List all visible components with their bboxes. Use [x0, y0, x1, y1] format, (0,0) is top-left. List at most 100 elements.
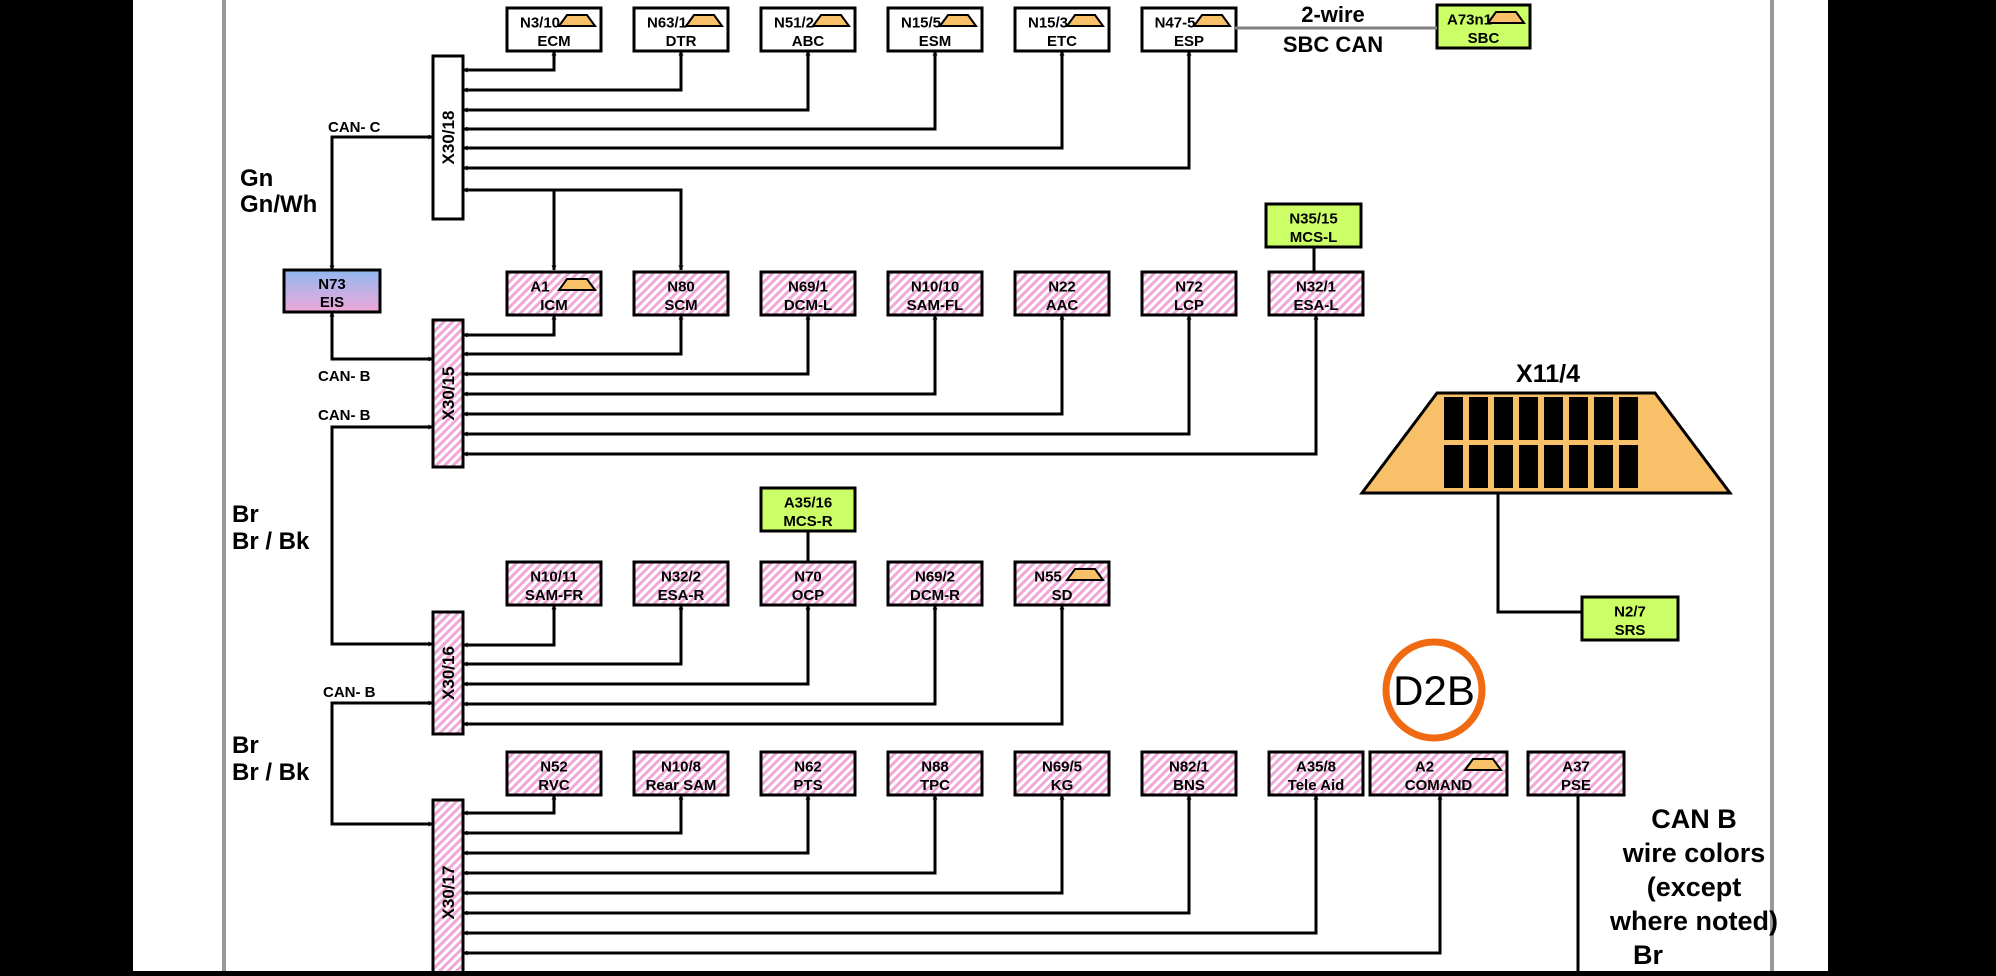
- can-b-label-1: CAN- B: [318, 368, 371, 385]
- wire-n47-5: [462, 50, 1192, 171]
- gateway-icon: [1065, 568, 1105, 581]
- module-box: [1526, 750, 1626, 797]
- wire-can-c-eis: [329, 134, 434, 271]
- module-box: [759, 560, 857, 607]
- diag-pin: [1569, 397, 1588, 440]
- legend-line4: where noted): [1609, 906, 1778, 936]
- module-code: N3/10: [520, 14, 560, 31]
- gateway-icon: [557, 14, 597, 27]
- wires-layer: [329, 50, 1580, 971]
- module-name: KG: [1051, 777, 1074, 794]
- module-name: PSE: [1561, 777, 1591, 794]
- module-code: A2: [1415, 758, 1434, 775]
- module-code: N63/1: [647, 14, 687, 31]
- module-name: MCS-R: [783, 513, 832, 530]
- module-code: N52: [540, 758, 568, 775]
- module-box: [1267, 750, 1365, 797]
- module-name: COMAND: [1405, 777, 1473, 794]
- connector-x30-16: X30/16: [431, 610, 465, 736]
- module-name: SCM: [664, 297, 697, 314]
- module-name: BNS: [1173, 777, 1205, 794]
- diag-pin: [1469, 397, 1488, 440]
- gateway-icon: [1463, 758, 1503, 771]
- module-box: [1140, 270, 1238, 317]
- diag-pin: [1544, 397, 1563, 440]
- module-name: ESA-L: [1294, 297, 1339, 314]
- wire-color-gn: Gn: [240, 165, 273, 192]
- diag-connector-pins: [1444, 397, 1638, 488]
- wire-x30-18-scm: [463, 188, 684, 271]
- wire-a2: [462, 794, 1443, 956]
- module-code: N82/1: [1169, 758, 1209, 775]
- diag-pin: [1594, 397, 1613, 440]
- module-code: N10/10: [911, 278, 959, 295]
- gateway-icon: [1192, 14, 1232, 27]
- module-name: DCM-L: [784, 297, 832, 314]
- gateway-icon: [684, 14, 724, 27]
- diag-pin: [1494, 445, 1513, 488]
- module-name: SD: [1052, 587, 1073, 604]
- diag-pin: [1444, 445, 1463, 488]
- wire-color-br: Br: [232, 501, 259, 528]
- wire-n32-1: [462, 314, 1319, 457]
- module-name: Tele Aid: [1288, 777, 1345, 794]
- module-code: N47-5: [1155, 14, 1196, 31]
- module-box: [1264, 202, 1363, 249]
- module-code: N15/5: [901, 14, 941, 31]
- module-code: N73: [318, 276, 346, 293]
- modules-layer: X30/18N3/10ECMN63/1DTRN51/2ABCN15/5ESMN1…: [282, 3, 1680, 976]
- module-box: [1267, 270, 1365, 317]
- diag-pin: [1519, 397, 1538, 440]
- module-code: N35/15: [1289, 210, 1337, 227]
- wire-color-gn-wh: Gn/Wh: [240, 191, 317, 218]
- module-code: N2/7: [1614, 603, 1646, 620]
- diag-pin: [1444, 397, 1463, 440]
- diag-connector-title: X11/4: [1516, 360, 1580, 388]
- sbc-link-label-line2: SBC CAN: [1283, 32, 1383, 57]
- module-box: [505, 750, 603, 797]
- module-code: N62: [794, 758, 822, 775]
- wire-can-b-trunk-2: [330, 700, 434, 827]
- module-code: N51/2: [774, 14, 814, 31]
- gateway-icon: [557, 278, 597, 291]
- module-name: LCP: [1174, 297, 1204, 314]
- wire-color-br-bk: Br / Bk: [232, 528, 310, 555]
- connector-body: [431, 610, 465, 736]
- module-code: N69/2: [915, 568, 955, 585]
- legend-line2: wire colors: [1622, 838, 1766, 868]
- module-code: N55: [1034, 568, 1062, 585]
- module-name: SAM-FR: [525, 587, 583, 604]
- diag-pin: [1519, 445, 1538, 488]
- module-name: DTR: [666, 33, 697, 50]
- can-b-label-3: CAN- B: [323, 684, 376, 701]
- module-box: [1140, 6, 1238, 53]
- module-code: N22: [1048, 278, 1076, 295]
- connector-x30-18: X30/18: [431, 54, 465, 221]
- module-code: A37: [1562, 758, 1590, 775]
- connector-label: X30/18: [439, 111, 458, 165]
- module-box: [632, 6, 730, 53]
- module-box: [759, 750, 857, 797]
- can-b-label-2: CAN- B: [318, 407, 371, 424]
- d2b-label: D2B: [1393, 667, 1475, 714]
- module-box: [886, 560, 984, 607]
- diag-pin: [1569, 445, 1588, 488]
